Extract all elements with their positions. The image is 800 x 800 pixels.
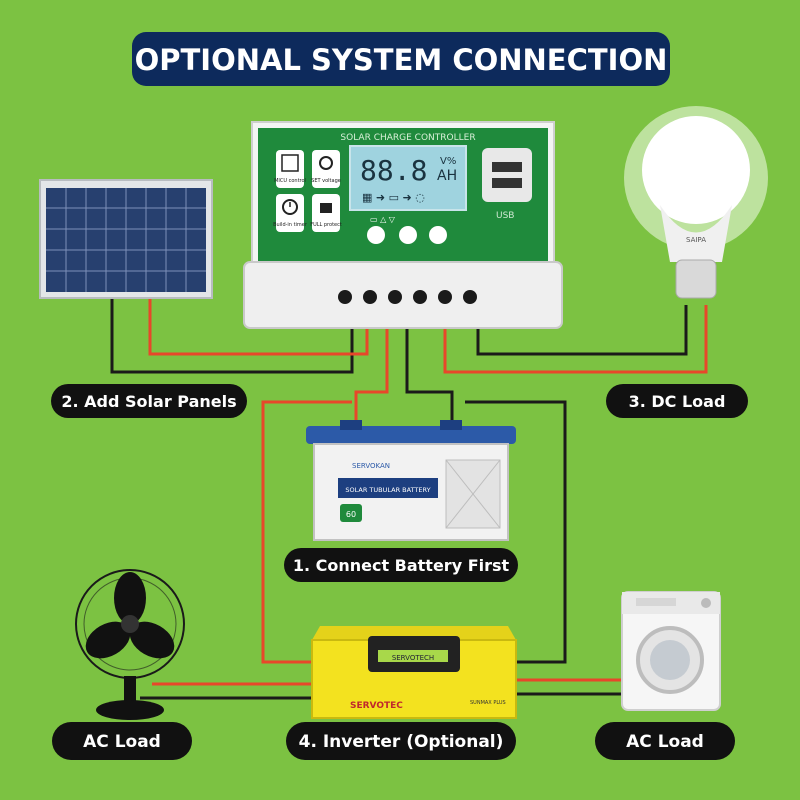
controller-terminal-block <box>243 261 563 329</box>
label-dc-load: 3. DC Load <box>606 384 748 418</box>
label-battery: 1. Connect Battery First <box>284 548 518 582</box>
controller-button-2[interactable] <box>399 226 417 244</box>
solar-cells <box>46 188 206 292</box>
lcd-unit-top: V% <box>440 156 456 167</box>
inverter: SERVOTECH SERVOTEC SUNMAX PLUS <box>311 626 517 719</box>
controller-feature-icons: MICU control SET voltage Build-in timer … <box>273 150 342 232</box>
mcu-label: MICU control <box>274 178 306 184</box>
lcd-digits: 88.8 <box>360 154 427 187</box>
inverter-wire-red <box>261 400 352 664</box>
inverter-screen-text: SERVOTECH <box>392 654 434 662</box>
lcd-flow-icons: ▦ ➜ ▭ ➜ ◌ <box>362 191 425 204</box>
battery-brand: SERVOKAN <box>352 462 390 470</box>
charge-controller: SOLAR CHARGE CONTROLLER MICU control SET… <box>243 121 563 329</box>
washing-machine <box>621 591 721 711</box>
lcd-unit-bottom: AH <box>437 168 457 184</box>
label-ac-load-right-text: AC Load <box>626 732 704 752</box>
timer-label: Build-in timer <box>273 222 308 228</box>
inverter-brand: SERVOTEC <box>350 701 403 711</box>
label-inverter: 4. Inverter (Optional) <box>286 722 516 760</box>
label-ac-load-right: AC Load <box>595 722 735 760</box>
controller-button-3[interactable] <box>429 226 447 244</box>
dc-wire-red <box>443 300 708 374</box>
label-inverter-text: 4. Inverter (Optional) <box>299 732 504 752</box>
usb-ports: USB <box>482 148 532 221</box>
controller-title: SOLAR CHARGE CONTROLLER <box>340 133 475 143</box>
controller-lcd: 88.8 V% AH ▦ ➜ ▭ ➜ ◌ <box>349 145 467 211</box>
light-bulb: SAIPA <box>624 106 768 299</box>
table-fan <box>75 569 185 720</box>
battery-wire-black <box>405 300 454 428</box>
solar-wire-black <box>110 298 354 374</box>
battery-label: SOLAR TUBULAR BATTERY <box>345 486 430 494</box>
mcu-icon <box>276 150 304 188</box>
battery-badge: 60 <box>346 510 356 519</box>
label-dc-load-text: 3. DC Load <box>629 392 726 411</box>
set-label: SET voltage <box>311 178 341 184</box>
inverter-wire-black <box>465 400 567 664</box>
protect-label: FULL protect <box>310 222 342 228</box>
label-solar-panels-text: 2. Add Solar Panels <box>61 392 236 411</box>
header-title: OPTIONAL SYSTEM CONNECTION <box>135 43 668 77</box>
indicator-icons: ▭ △ ▽ <box>370 215 396 224</box>
inverter-model: SUNMAX PLUS <box>470 700 506 706</box>
label-ac-load-left-text: AC Load <box>83 732 161 752</box>
bulb-brand: SAIPA <box>686 236 706 244</box>
label-battery-text: 1. Connect Battery First <box>293 556 510 575</box>
label-ac-load-left: AC Load <box>52 722 192 760</box>
label-solar-panels: 2. Add Solar Panels <box>51 384 247 418</box>
solar-panel <box>39 179 213 299</box>
header-banner: OPTIONAL SYSTEM CONNECTION <box>132 32 670 86</box>
battery-wire-red <box>354 300 389 428</box>
terminal-screws <box>338 290 477 304</box>
usb-label: USB <box>496 211 514 221</box>
battery: SERVOKAN SOLAR TUBULAR BATTERY 60 <box>306 420 516 541</box>
controller-button-1[interactable] <box>367 226 385 244</box>
